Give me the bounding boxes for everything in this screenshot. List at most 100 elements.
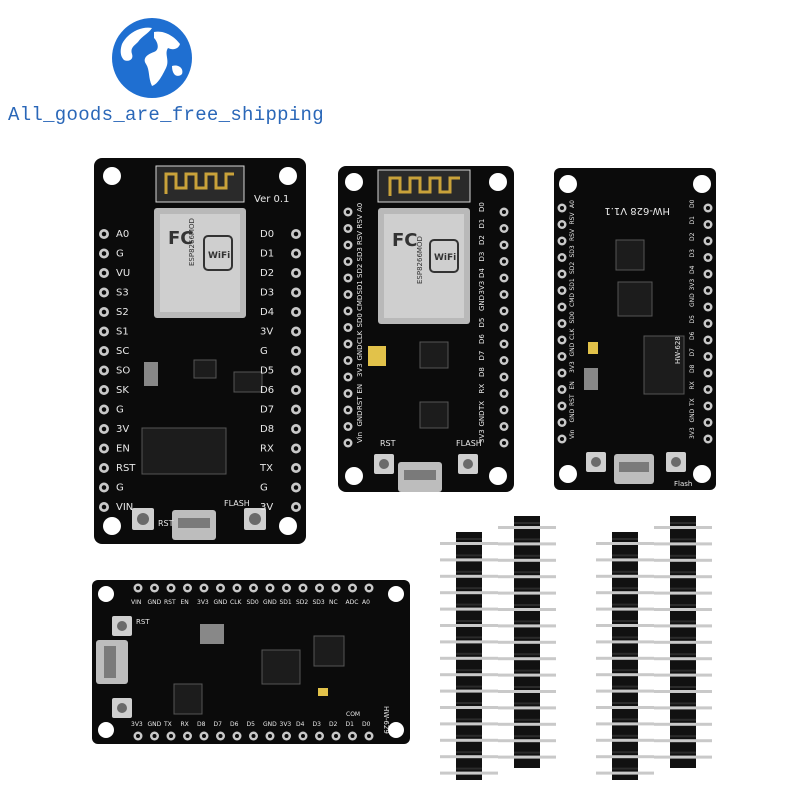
- pin-label: RSV: [569, 212, 576, 225]
- header-pin: [596, 738, 654, 742]
- header-pin: [498, 558, 556, 562]
- board-nodemcu-lolin: FC ESP8266MOD WiFi RST FLASH A0RSVRSVSD3…: [338, 166, 514, 492]
- header-pin: [654, 558, 712, 562]
- header-pin: [498, 673, 556, 677]
- flash-label: FLASH: [456, 439, 482, 448]
- pin-label: RX: [181, 721, 189, 728]
- pin-label: 3V3: [356, 363, 364, 377]
- pin-label: D7: [478, 351, 486, 361]
- pin-label: 3V: [260, 502, 273, 513]
- pin-label: A0: [362, 599, 370, 606]
- header-pin: [440, 656, 498, 660]
- pin-label: D4: [478, 268, 486, 278]
- pin-label: SO: [116, 366, 130, 377]
- pin-label: D6: [260, 385, 274, 396]
- pin-label: SD0: [356, 313, 364, 327]
- model-label: HW-628 V1.1: [604, 205, 670, 216]
- pin-label: CMD: [569, 293, 576, 307]
- header-pin: [498, 739, 556, 743]
- pin-label: GND: [148, 721, 162, 728]
- header-pin: [498, 722, 556, 726]
- header-pin: [654, 526, 712, 529]
- pin-label: CMD: [356, 295, 364, 311]
- hw-mark: HW-628: [674, 336, 682, 364]
- pin-label: 3V3: [131, 721, 143, 728]
- header-pin: [440, 624, 498, 627]
- header-pin: [596, 640, 654, 644]
- pin-label: D8: [689, 364, 696, 373]
- header-pin: [654, 640, 712, 644]
- header-pin: [498, 640, 556, 644]
- header-pin: [654, 591, 712, 595]
- pin-label: Vin: [356, 432, 364, 443]
- pin-label: A0: [356, 203, 364, 212]
- pin-label: EN: [356, 384, 364, 394]
- pin-label: SD1: [356, 280, 364, 294]
- pin-label: EN: [181, 599, 189, 606]
- pin-label: GND: [356, 410, 364, 426]
- pin-label: D4: [260, 307, 274, 318]
- pin-label: GND: [478, 410, 486, 426]
- header-pin: [654, 722, 712, 726]
- pin-label: S3: [116, 288, 129, 299]
- pin-label: GND: [569, 408, 576, 422]
- header-pin: [440, 574, 498, 578]
- header-pin: [498, 657, 556, 661]
- header-pin: [654, 755, 712, 759]
- pin-label: VU: [116, 268, 130, 279]
- pin-label: RST: [116, 463, 136, 474]
- pin-label: G: [260, 483, 268, 494]
- pin-label: D7: [260, 405, 274, 416]
- pin-label: D5: [247, 721, 256, 728]
- pin-label: D7: [214, 721, 223, 728]
- header-pin: [654, 739, 712, 743]
- pin-label: D2: [689, 232, 696, 241]
- header-pin: [596, 542, 654, 545]
- pin-label: D3: [260, 288, 274, 299]
- flash-label: FLASH: [224, 499, 250, 508]
- pin-label: Vin: [569, 429, 576, 439]
- header-pin: [498, 755, 556, 759]
- pin-label: RX: [260, 444, 274, 455]
- pin-label: GND: [689, 293, 696, 307]
- pin-label: D1: [346, 721, 355, 728]
- pin-label: G: [116, 483, 124, 494]
- globe-icon: [112, 18, 192, 98]
- header-strip: [456, 532, 482, 780]
- fc-mark: FC: [168, 228, 194, 249]
- pin-label: SK: [116, 385, 129, 396]
- pin-label: D2: [329, 721, 338, 728]
- pin-label: SD3: [356, 247, 364, 261]
- pin-label: D2: [260, 268, 274, 279]
- header-pin: [440, 607, 498, 611]
- header-pin: [440, 558, 498, 562]
- header-pin: [596, 771, 654, 775]
- pin-label: D0: [689, 199, 696, 208]
- pin-label: VIN: [116, 502, 133, 513]
- pin-label: GND: [356, 344, 364, 360]
- rst-label: RST: [158, 519, 174, 528]
- header-pin: [654, 690, 712, 693]
- pin-label: D4: [296, 721, 305, 728]
- pin-label: D8: [197, 721, 206, 728]
- pin-label: 3V3: [197, 599, 209, 606]
- board-hw628: HW-628 V1.1 Flash HW-628 A0RSVRSVSD3SD2S…: [554, 168, 716, 490]
- flash-label: Flash: [674, 480, 692, 488]
- pin-label: CLK: [569, 327, 576, 340]
- version-label: Ver 0.1: [254, 194, 289, 205]
- pin-label: D7: [689, 348, 696, 357]
- header-pin: [498, 706, 556, 710]
- pin-label: GND: [214, 599, 228, 606]
- header-pin: [440, 640, 498, 644]
- header-pin: [654, 657, 712, 661]
- fc-mark: FC: [392, 230, 418, 251]
- header-pin: [440, 542, 498, 545]
- pin-label: 3V3: [478, 281, 486, 295]
- header-pin: [654, 542, 712, 546]
- pin-label: D2: [478, 235, 486, 245]
- hw-mark: HW-629: [382, 706, 390, 734]
- header-pin: [596, 624, 654, 627]
- header-pin: [498, 624, 556, 628]
- pin-label: GND: [263, 599, 277, 606]
